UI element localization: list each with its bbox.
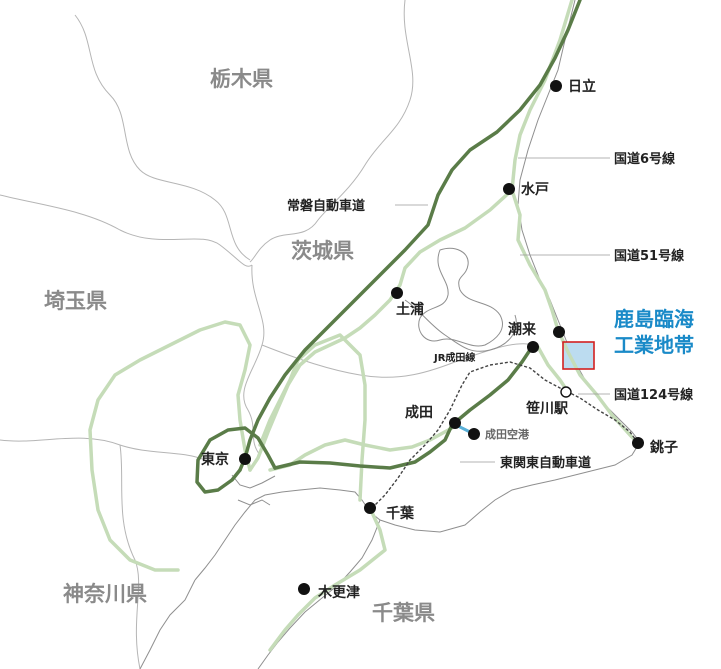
city-dots — [239, 80, 644, 595]
city-label-tsuchiura: 土浦 — [396, 301, 424, 318]
national-roads — [88, 0, 640, 652]
city-dot-choshi — [632, 437, 644, 449]
lake-kasumigaura — [404, 247, 517, 352]
expressways — [195, 0, 582, 494]
road-label-higashi-kanto-expressway: 東関東自動車道 — [500, 455, 591, 471]
pref-label-saitama: 埼玉県 — [44, 289, 107, 313]
coastline — [139, 0, 641, 669]
pref-label-chiba: 千葉県 — [372, 601, 435, 625]
pref-label-ibaraki: 茨城県 — [291, 239, 354, 263]
city-label-mito: 水戸 — [521, 181, 549, 198]
highlight-title-line2: 工業地帯 — [614, 333, 694, 357]
leader-lines — [395, 157, 610, 463]
city-labels: 日立 水戸 土浦 潮来 成田 東京 千葉 木更津 銚子 笹川駅 成田空港 — [201, 78, 678, 601]
pref-label-kanagawa: 神奈川県 — [63, 582, 147, 606]
road-label-route6: 国道6号線 — [614, 151, 676, 167]
city-dot-tsuchiura — [391, 287, 403, 299]
jr-narita-line — [371, 361, 639, 509]
city-dot-chiba — [364, 502, 376, 514]
city-label-kisarazu: 木更津 — [317, 584, 360, 601]
road-labels: 国道6号線 常磐自動車道 国道51号線 国道124号線 東関東自動車道 JR成田… — [287, 151, 694, 471]
kashima-area-fill — [563, 342, 594, 369]
city-dot-narita — [449, 417, 461, 429]
kashima-area-box — [562, 341, 595, 370]
prefecture-borders — [0, 0, 536, 669]
prefecture-labels: 栃木県 茨城県 埼玉県 神奈川県 千葉県 — [44, 67, 435, 625]
road-label-route124: 国道124号線 — [614, 387, 694, 403]
city-label-choshi: 銚子 — [650, 439, 678, 456]
city-dot-kisarazu — [298, 583, 310, 595]
pref-label-tochigi: 栃木県 — [210, 67, 273, 91]
station-dot-sasagawa — [560, 386, 572, 398]
city-dot-itako — [527, 341, 539, 353]
station-label-sasagawa: 笹川駅 — [525, 400, 569, 417]
airport-label: 成田空港 — [485, 427, 530, 441]
highlight-title-line1: 鹿島臨海 — [614, 307, 694, 331]
city-dot-kashima — [553, 326, 565, 338]
city-label-hitachi: 日立 — [568, 78, 596, 95]
city-dot-mito — [503, 183, 515, 195]
city-dot-hitachi — [550, 80, 562, 92]
city-dot-tokyo — [239, 453, 251, 465]
city-label-tokyo: 東京 — [201, 451, 229, 468]
road-label-joban-expressway: 常磐自動車道 — [287, 198, 365, 214]
rail-label-jr-narita: JR成田線 — [433, 351, 475, 364]
city-label-chiba: 千葉 — [386, 505, 415, 522]
city-label-narita: 成田 — [405, 404, 433, 421]
road-label-route51: 国道51号線 — [614, 248, 685, 264]
city-label-itako: 潮来 — [508, 321, 537, 338]
city-dot-narita-airport — [468, 428, 480, 440]
